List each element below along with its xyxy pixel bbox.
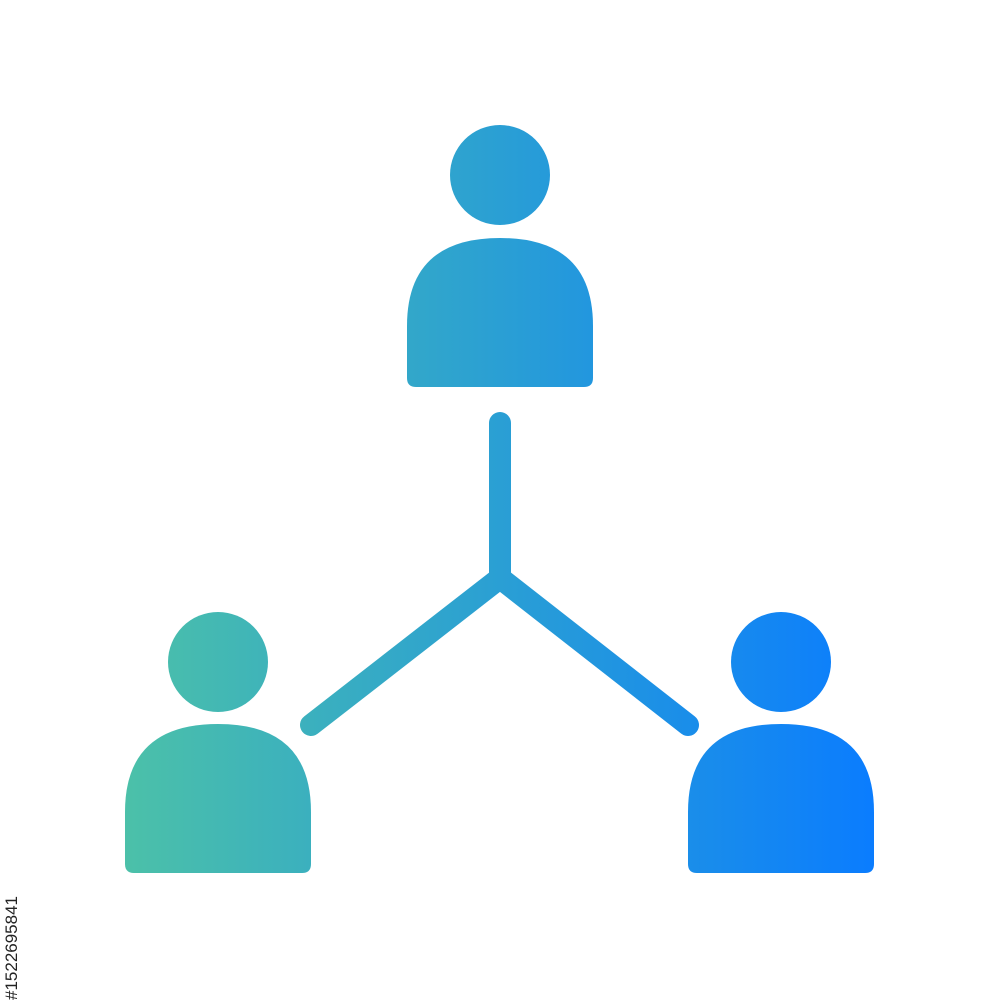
- person-left-head: [168, 612, 268, 712]
- stock-id-label: #1522695841: [2, 895, 21, 1000]
- person-icon-bottom-right: [688, 612, 874, 873]
- person-top-body: [407, 238, 593, 387]
- person-right-body: [688, 724, 874, 873]
- connector-left-line: [300, 567, 511, 736]
- person-right-head: [731, 612, 831, 712]
- person-icon-bottom-left: [125, 612, 311, 873]
- connector-right-line: [489, 567, 699, 736]
- person-top-head: [450, 125, 550, 225]
- connector-lines-icon: [300, 412, 699, 736]
- person-icon-top: [407, 125, 593, 387]
- person-left-body: [125, 724, 311, 873]
